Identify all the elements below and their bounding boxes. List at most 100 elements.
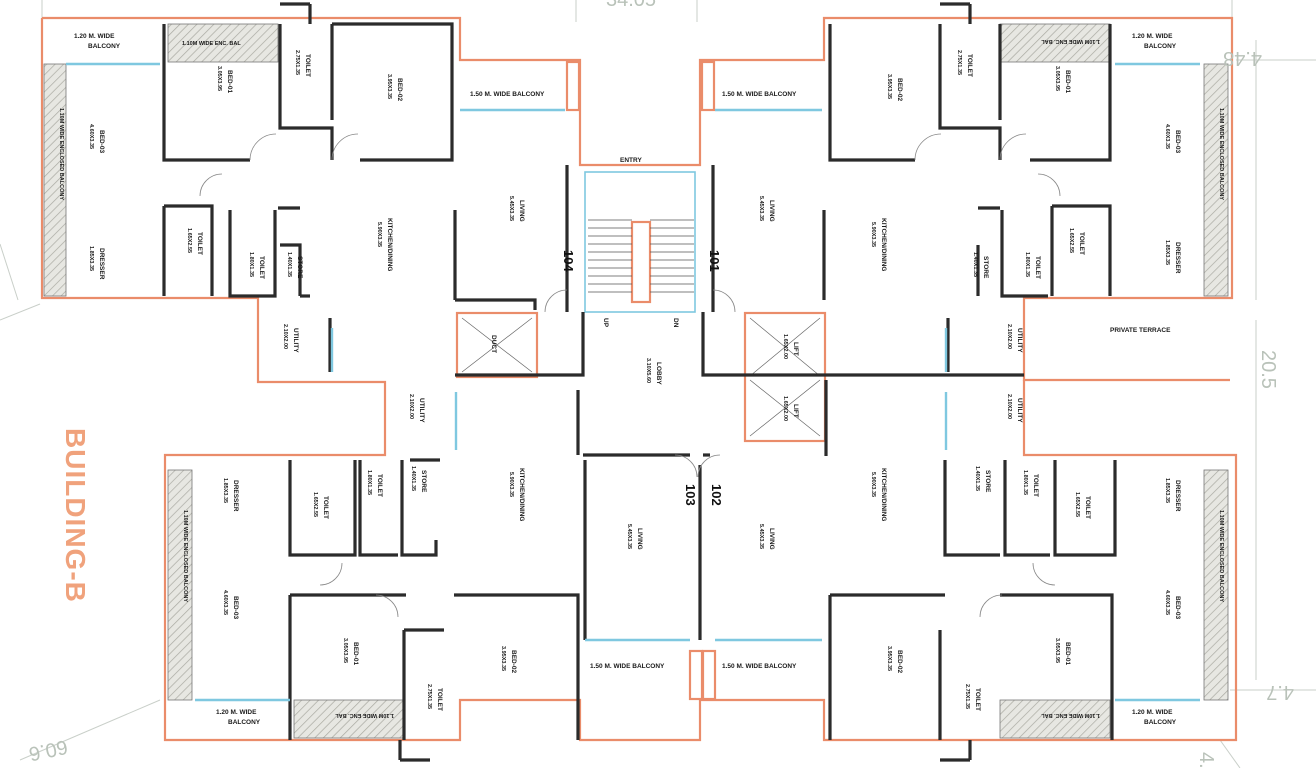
u102-bed02-dim: 3.95X3.35 [886,646,892,671]
u101-bed02: BED-02 [896,78,903,102]
u103-balcony-120-b: BALCONY [228,719,261,726]
u104-living: LIVING [518,200,525,222]
u103-bed01-dim: 3.05X3.95 [342,638,348,663]
u101-toilet-c: TOILET [1034,256,1041,279]
u102-living-dim: 5.45X3.35 [758,524,764,549]
dim-right-bottom: 4.7 [1266,681,1294,703]
entry-label: ENTRY [620,157,642,164]
unit-number-103: 103 [683,484,698,506]
u104-utility-dim: 2.10X2.00 [282,324,288,349]
u104-toilet-c-dim: 1.80X1.35 [248,252,254,277]
private-terrace-label: PRIVATE TERRACE [1110,327,1171,334]
u102-kitchen-dim: 5.90X3.35 [870,472,876,497]
u104-store: STORE [296,256,303,279]
u104-toilet-c: TOILET [258,256,265,279]
u102-enclosed-balcony: 1.10M WIDE ENCLOSED BALCONY [1218,510,1224,602]
u101-balcony-150: 1.50 M. WIDE BALCONY [722,91,797,98]
u102-bed01: BED-01 [1064,642,1071,666]
u101-bed01: BED-01 [1064,70,1071,94]
u104-kitchen-dim: 5.90X3.35 [376,222,382,247]
u103-store: STORE [420,470,427,493]
u101-utility-dim: 2.10X2.00 [1006,324,1012,349]
u102-balcony-150: 1.50 M. WIDE BALCONY [722,663,797,670]
u103-living-dim: 5.45X3.35 [626,524,632,549]
u102-bed03: BED-03 [1174,596,1181,620]
u102-store: STORE [984,470,991,493]
building-name: BUILDING-B [60,428,91,603]
u102-toilet-c: TOILET [1032,474,1039,497]
lift-label-2: LIFT [792,404,799,418]
u101-utility: UTILITY [1016,328,1023,353]
u101-enc-bal: 1.10M WIDE ENC. BAL [1041,38,1100,44]
u102-utility: UTILITY [1016,398,1023,423]
u101-balcony-120-a: 1.20 M. WIDE [1132,33,1173,40]
dim-right-mid: 20.5 [1257,350,1279,389]
u102-balcony-120-b: BALCONY [1144,719,1177,726]
unit-number-102: 102 [709,484,724,506]
u102-toilet-b-dim: 1.65X2.55 [1074,492,1080,517]
u101-kitchen-dim: 5.90X3.35 [870,222,876,247]
u103-bed03-dim: 4.60X3.35 [222,590,228,615]
enclosed-balconies [43,23,1229,739]
u104-store-dim: 1.40X1.35 [286,252,292,277]
u101-store: STORE [982,256,989,279]
u103-store-dim: 1.40X1.35 [410,466,416,491]
up-label: UP [602,318,609,328]
u101-kitchen: KITCHEN/DINING [880,218,887,271]
unit-number-101: 101 [707,250,722,272]
u102-living: LIVING [768,528,775,550]
u101-enclosed-balcony: 1.10M WIDE ENCLOSED BALCONY [1218,108,1224,200]
u102-toilet-a: TOILET [974,688,981,711]
u104-enclosed-balcony: 1.10M WIDE ENCLOSED BALCONY [58,108,64,200]
u104-balcony-120-a: 1.20 M. WIDE [74,33,115,40]
u103-toilet-a: TOILET [436,688,443,711]
u102-bed03-dim: 4.60X3.35 [1164,590,1170,615]
u101-toilet-a: TOILET [966,54,973,77]
u104-toilet-b: TOILET [196,232,203,255]
u102-toilet-c-dim: 1.80X1.35 [1022,470,1028,495]
u101-dresser: DRESSER [1174,242,1181,274]
u101-toilet-c-dim: 1.80X1.35 [1024,252,1030,277]
u102-toilet-b: TOILET [1084,496,1091,519]
lift-dim-2: 1.65X2.00 [782,396,788,421]
u102-bed01-dim: 3.05X3.95 [1054,638,1060,663]
u103-dresser-dim: 1.85X3.35 [222,478,228,503]
lift-dim-1: 1.65X2.00 [782,334,788,359]
u103-toilet-b: TOILET [322,496,329,519]
u103-toilet-c-dim: 1.80X1.35 [366,470,372,495]
u101-bed03: BED-03 [1174,130,1181,154]
u101-toilet-b-dim: 1.65X2.55 [1068,228,1074,253]
u103-bed01: BED-01 [352,642,359,666]
u104-bed03-dim: 4.60X3.35 [88,124,94,149]
dim-right-top: 4.48 [1223,47,1262,69]
u104-enc-bal: 1.10M WIDE ENC. BAL [182,41,241,47]
u103-toilet-a-dim: 2.75X1.35 [426,684,432,709]
u104-toilet-a: TOILET [304,54,311,77]
u102-enc-bal: 1.10M WIDE ENC. BAL [1041,712,1100,718]
u104-bed01-dim: 3.05X3.95 [216,66,222,91]
u103-enclosed-balcony: 1.10M WIDE ENCLOSED BALCONY [182,510,188,602]
lobby-label: LOBBY [655,362,662,385]
u104-living-dim: 5.45X3.35 [508,196,514,221]
dn-label: DN [672,318,679,328]
u102-balcony-120-a: 1.20 M. WIDE [1132,709,1173,716]
u101-toilet-b: TOILET [1078,232,1085,255]
u102-bed02: BED-02 [896,650,903,674]
u101-bed03-dim: 4.60X3.35 [1164,124,1170,149]
u101-bed01-dim: 3.05X3.95 [1054,66,1060,91]
u102-dresser: DRESSER [1174,480,1181,512]
u102-utility-dim: 2.10X2.00 [1006,394,1012,419]
walls [162,2,1117,762]
u104-balcony-150: 1.50 M. WIDE BALCONY [470,91,545,98]
u103-dresser: DRESSER [232,480,239,512]
u103-enc-bal: 1.10M WIDE ENC. BAL [335,712,394,718]
u104-bed03: BED-03 [98,130,105,154]
u101-living: LIVING [768,200,775,222]
unit-number-104: 104 [561,250,576,272]
u103-toilet-c: TOILET [376,474,383,497]
dim-right-corner: 4.3 [1195,752,1217,768]
u101-bed02-dim: 3.95X3.35 [886,74,892,99]
u103-balcony-150: 1.50 M. WIDE BALCONY [590,663,665,670]
